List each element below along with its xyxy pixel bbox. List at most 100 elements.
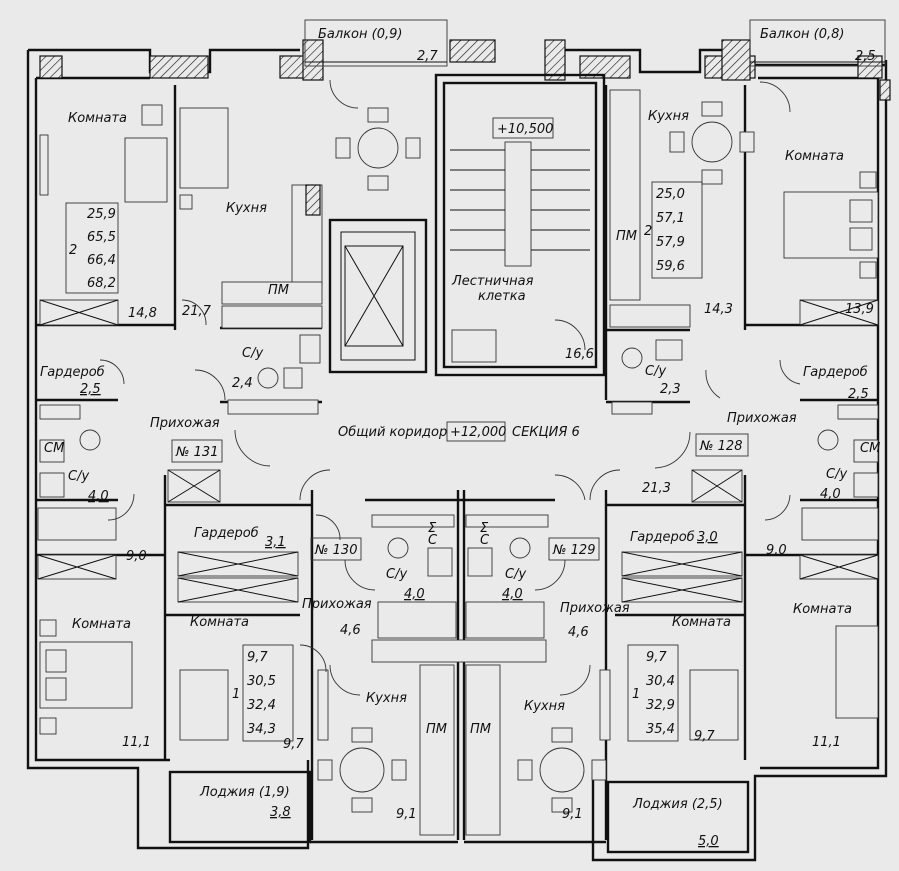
area-2-4: 2,4	[232, 376, 253, 391]
corridor-level: +12,000	[450, 425, 506, 440]
area-value: 35,4	[646, 722, 675, 737]
room-label: Комната	[72, 617, 131, 632]
area-9-0: 9,0	[126, 549, 147, 564]
pm-label: ПМ	[268, 283, 289, 298]
room-label: Комната	[68, 111, 127, 126]
apt-number: № 128	[699, 439, 742, 454]
balcony-left-label: Балкон (0,9)	[318, 27, 402, 42]
area-14-8: 14,8	[128, 306, 157, 321]
area-4-0: 4,0	[404, 587, 425, 602]
kitchen-label: Кухня	[226, 201, 267, 216]
area-value: 25,9	[87, 207, 116, 222]
area-9-0: 9,0	[766, 543, 787, 558]
corridor-label: Общий коридор	[338, 425, 447, 440]
hall-label: Прихожая	[302, 597, 372, 612]
area-5-0: 5,0	[698, 834, 719, 849]
area-9-7: 9,7	[694, 729, 715, 744]
apartment-131: Комната 25,9 65,5 66,4 68,2 2 Кухня 14,8…	[40, 111, 289, 750]
room-label: Комната	[785, 149, 844, 164]
area-9-7: 9,7	[283, 737, 304, 752]
room-label: Комната	[793, 602, 852, 617]
sm-label: СМ	[860, 441, 880, 456]
area-value: 32,4	[247, 698, 276, 713]
section-label: СЕКЦИЯ 6	[512, 425, 580, 440]
balcony-right-area: 2,5	[855, 49, 876, 64]
bath-label: С/у	[826, 467, 847, 482]
area-2-3: 2,3	[660, 382, 681, 397]
wardrobe-label: Гардероб	[40, 365, 105, 380]
corridor-labels: Общий коридор +12,000 СЕКЦИЯ 6	[338, 421, 580, 442]
bath-label: С/у	[645, 364, 666, 379]
area-3-8: 3,8	[270, 805, 291, 820]
area-value: 57,9	[656, 235, 685, 250]
rooms-count: 2	[644, 224, 652, 239]
area-value: 30,5	[247, 674, 276, 689]
area-4-0: 4,0	[820, 487, 841, 502]
stair-label-2: клетка	[478, 289, 526, 304]
pm-label: ПМ	[616, 229, 637, 244]
wardrobe-label: Гардероб	[194, 526, 259, 541]
area-21-3: 21,3	[642, 481, 671, 496]
doors	[99, 79, 801, 696]
apartment-130: Гардероб 3,1 № 130 С/у 4,0 Прихожая 4,6 …	[190, 521, 447, 822]
bath-label: С/у	[242, 346, 263, 361]
c-label: С	[480, 533, 490, 548]
balcony-left-area: 2,7	[417, 49, 438, 64]
stair-labels: +10,500 Лестничная клетка 16,6	[451, 117, 594, 362]
area-3-0: 3,0	[697, 530, 718, 545]
area-4-6: 4,6	[568, 625, 589, 640]
area-value: 59,6	[656, 259, 685, 274]
area-3-1: 3,1	[265, 535, 286, 550]
area-11-1: 11,1	[812, 735, 841, 750]
area-value: 68,2	[87, 276, 116, 291]
apt-number: № 131	[175, 445, 218, 460]
area-value: 32,9	[646, 698, 675, 713]
room-label: Комната	[190, 615, 249, 630]
sigma-label: Σ	[428, 521, 437, 536]
apartment-129: С/у 4,0 Σ С № 129 Гардероб 3,0 9,0 Прихо…	[470, 521, 852, 849]
stair-level: +10,500	[497, 122, 553, 137]
kitchen-label: Кухня	[524, 699, 565, 714]
rooms-count: 2	[69, 243, 77, 258]
area-9-1: 9,1	[396, 807, 417, 822]
pm-label: ПМ	[470, 722, 491, 737]
area-value: 57,1	[656, 211, 685, 226]
area-11-1: 11,1	[122, 735, 151, 750]
area-16-6: 16,6	[565, 347, 594, 362]
area-4-0: 4,0	[88, 489, 109, 504]
apt-number: № 130	[314, 543, 357, 558]
apartment-128: Кухня Комната 25,0 57,1 57,9 59,6 2 ПМ 1…	[616, 109, 880, 502]
stair-label: Лестничная	[451, 274, 534, 289]
loggia-left-label: Лоджия (1,9)	[199, 785, 290, 800]
area-value: 30,4	[646, 674, 675, 689]
rooms-count: 1	[232, 687, 240, 702]
kitchen-label: Кухня	[366, 691, 407, 706]
fixtures	[37, 89, 879, 836]
area-9-1: 9,1	[562, 807, 583, 822]
area-13-9: 13,9	[845, 302, 874, 317]
loggia-right-label: Лоджия (2,5)	[632, 797, 723, 812]
wardrobe-label: Гардероб	[630, 530, 695, 545]
sigma-label: Σ	[480, 521, 489, 536]
c-label: С	[428, 533, 438, 548]
area-value: 66,4	[87, 253, 116, 268]
room-label: Комната	[672, 615, 731, 630]
pm-label: ПМ	[426, 722, 447, 737]
hall-label: Прихожая	[727, 411, 797, 426]
area-4-0: 4,0	[502, 587, 523, 602]
balcony-right-label: Балкон (0,8)	[760, 27, 844, 42]
hall-label: Прихожая	[560, 601, 630, 616]
bath-label: С/у	[386, 567, 407, 582]
wardrobe-label: Гардероб	[803, 365, 868, 380]
area-21-7: 21,7	[182, 304, 212, 319]
area-value: 65,5	[87, 230, 116, 245]
area-value: 9,7	[247, 650, 268, 665]
balcony-labels: Балкон (0,9) 2,7 Балкон (0,8) 2,5	[318, 27, 876, 64]
area-value: 34,3	[247, 722, 276, 737]
kitchen-label: Кухня	[648, 109, 689, 124]
bath-label: С/у	[505, 567, 526, 582]
bath-label: С/у	[68, 469, 89, 484]
area-2-5: 2,5	[80, 382, 101, 397]
apt-number: № 129	[552, 543, 595, 558]
